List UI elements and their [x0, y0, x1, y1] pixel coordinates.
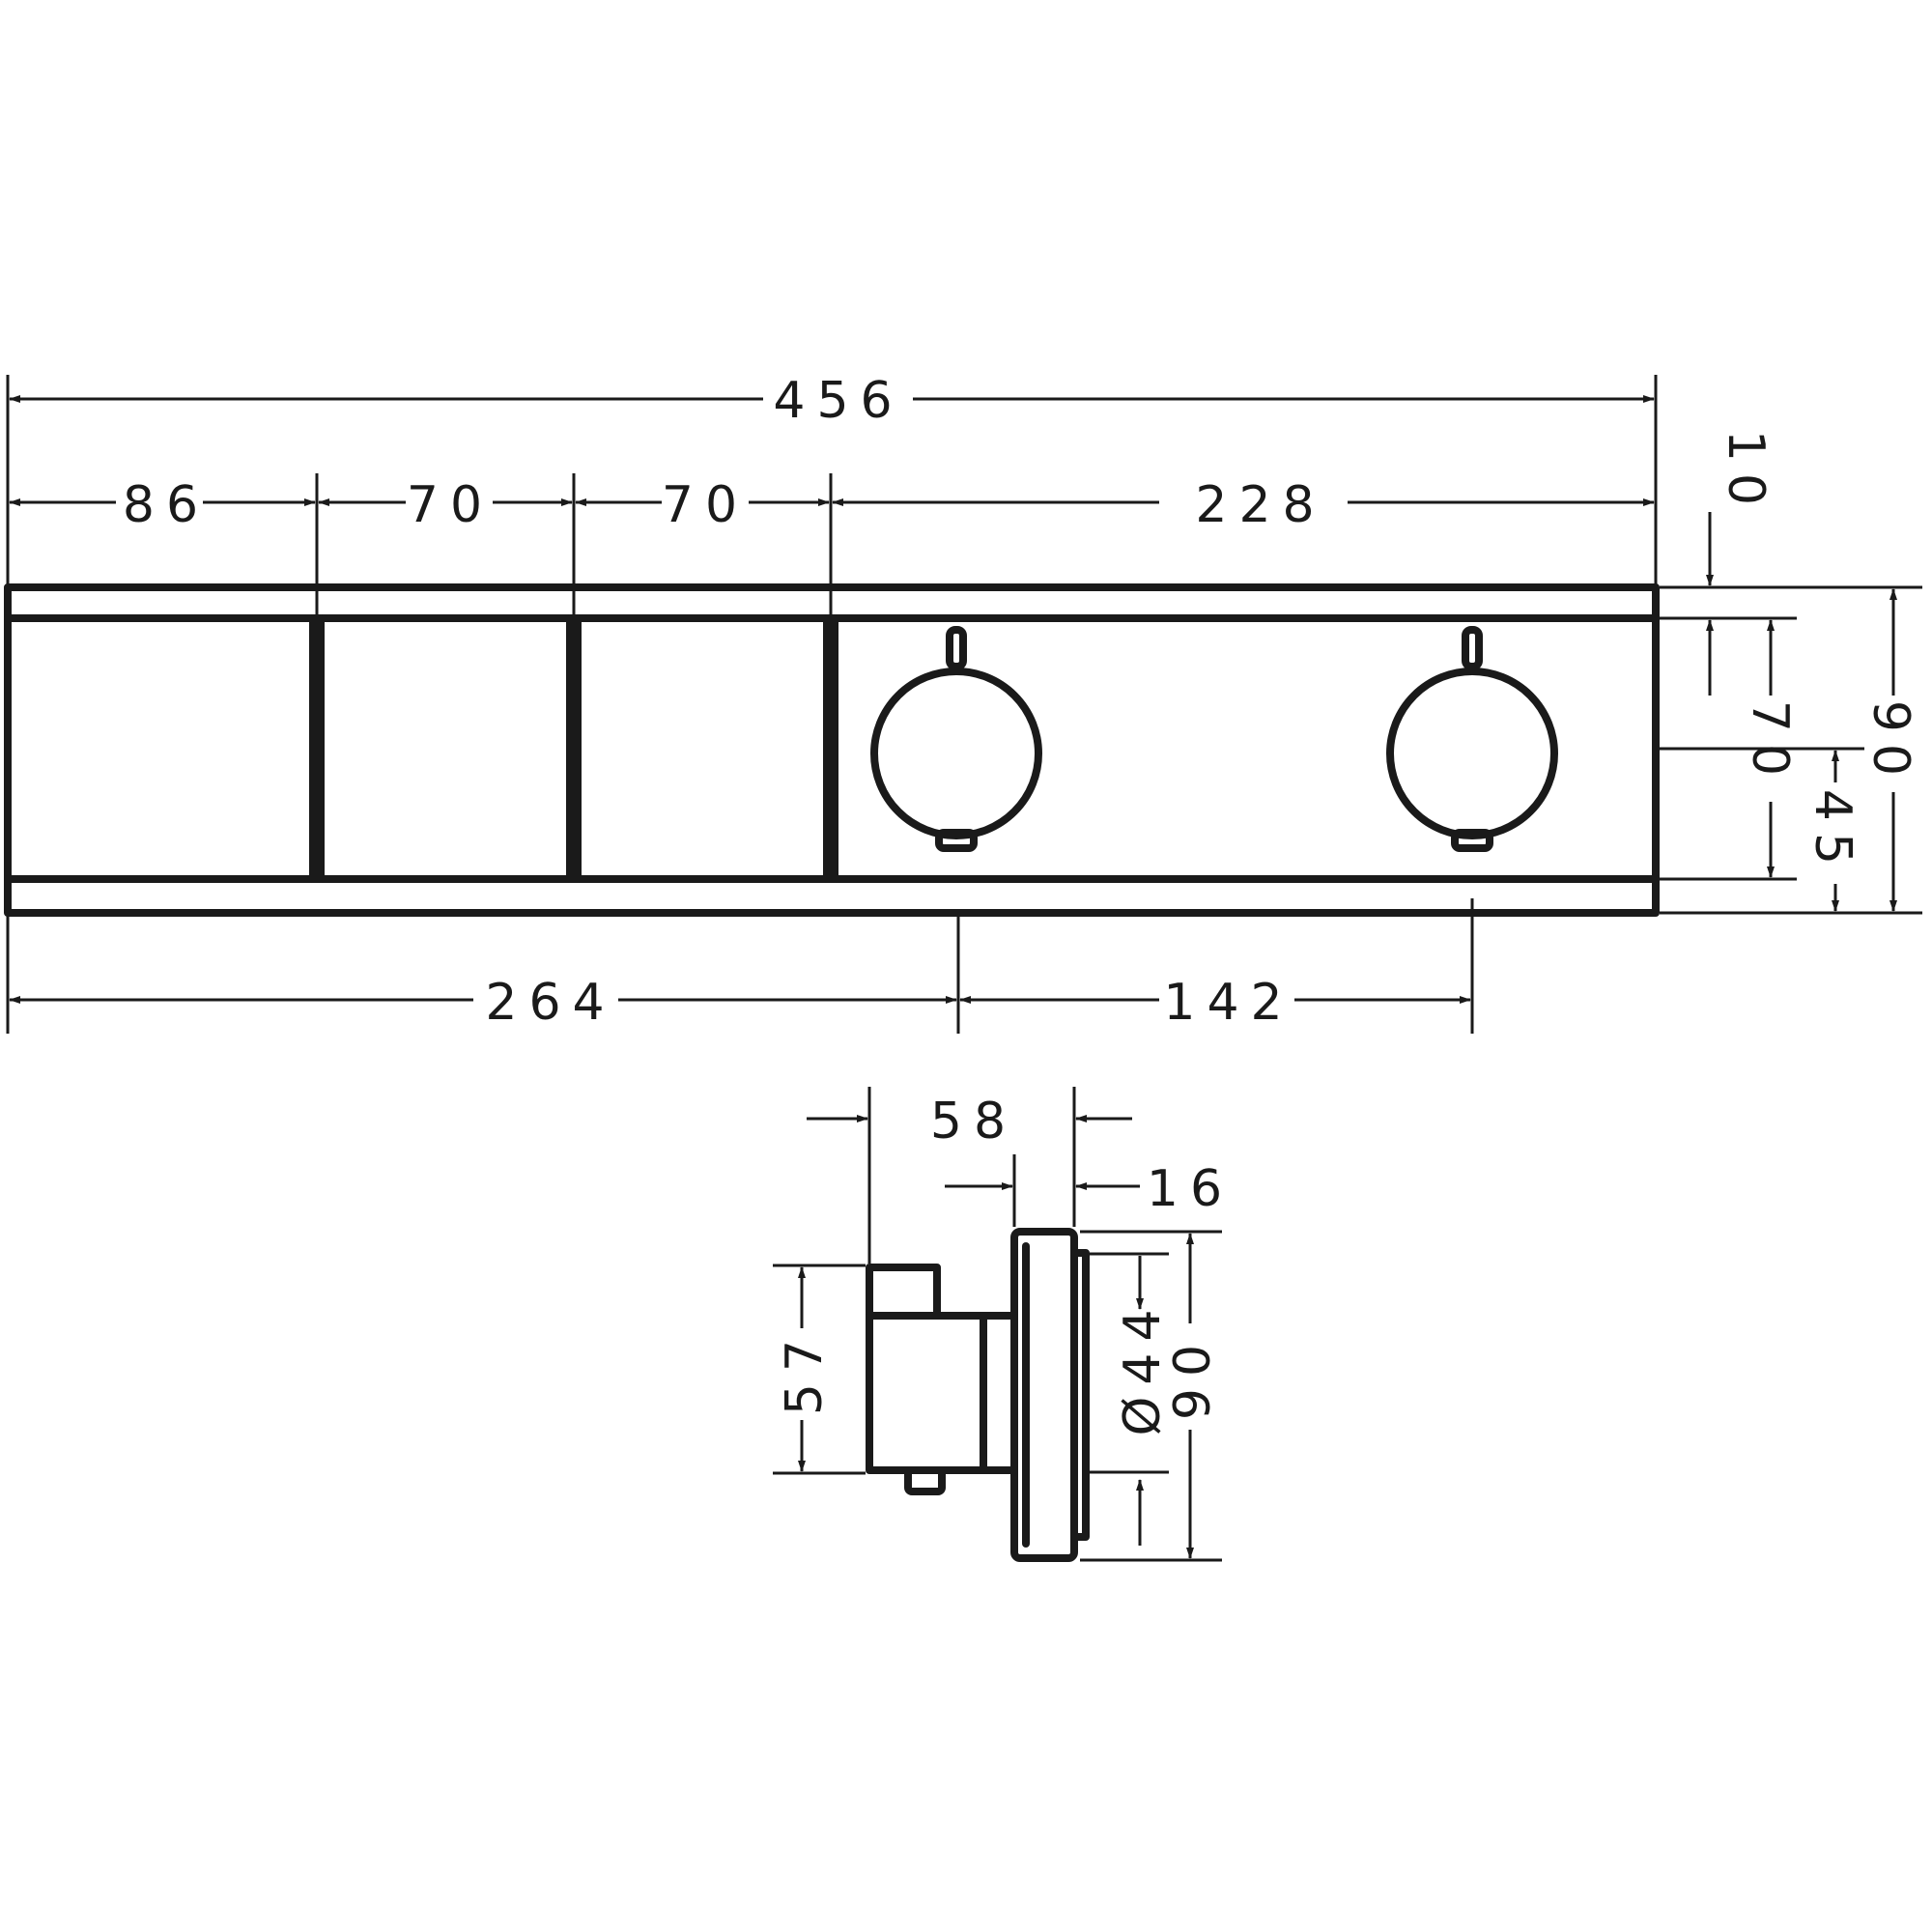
thermostat-knob-1 — [870, 626, 1042, 852]
dim-knob-1-position: 264 — [485, 974, 615, 1032]
dim-segment-4: 228 — [1195, 476, 1325, 534]
side-valve-housing — [866, 1312, 987, 1474]
dim-inner-height: 70 — [1741, 700, 1799, 787]
dim-plate-thickness: 16 — [1147, 1160, 1234, 1218]
button-separator-2 — [566, 614, 582, 883]
dim-body-height: 57 — [776, 1328, 834, 1415]
dim-depth: 58 — [930, 1093, 1017, 1151]
side-view: 58 16 57 Ø44 90 — [773, 1087, 1234, 1562]
dim-knob-spacing: 142 — [1163, 974, 1293, 1032]
thermostat-knob-2 — [1386, 626, 1558, 852]
side-valve-body — [866, 1264, 941, 1320]
front-view: 456 86 70 70 228 10 70 45 — [4, 372, 1922, 1034]
dim-top-offset: 10 — [1717, 430, 1775, 517]
dim-overall-width: 456 — [773, 372, 903, 430]
side-valve-neck — [980, 1312, 1018, 1474]
dim-segment-1: 86 — [123, 476, 210, 534]
dim-knob-diameter: Ø44 — [1114, 1297, 1172, 1435]
dim-knob-height: 45 — [1804, 789, 1861, 876]
button-separator-3 — [823, 614, 838, 883]
side-valve-outlet — [904, 1466, 946, 1495]
dim-overall-height: 90 — [1861, 700, 1919, 787]
dim-segment-2: 70 — [407, 476, 494, 534]
dim-side-overall-height: 90 — [1164, 1333, 1222, 1420]
dim-segment-3: 70 — [662, 476, 749, 534]
button-separator-1 — [309, 614, 325, 883]
